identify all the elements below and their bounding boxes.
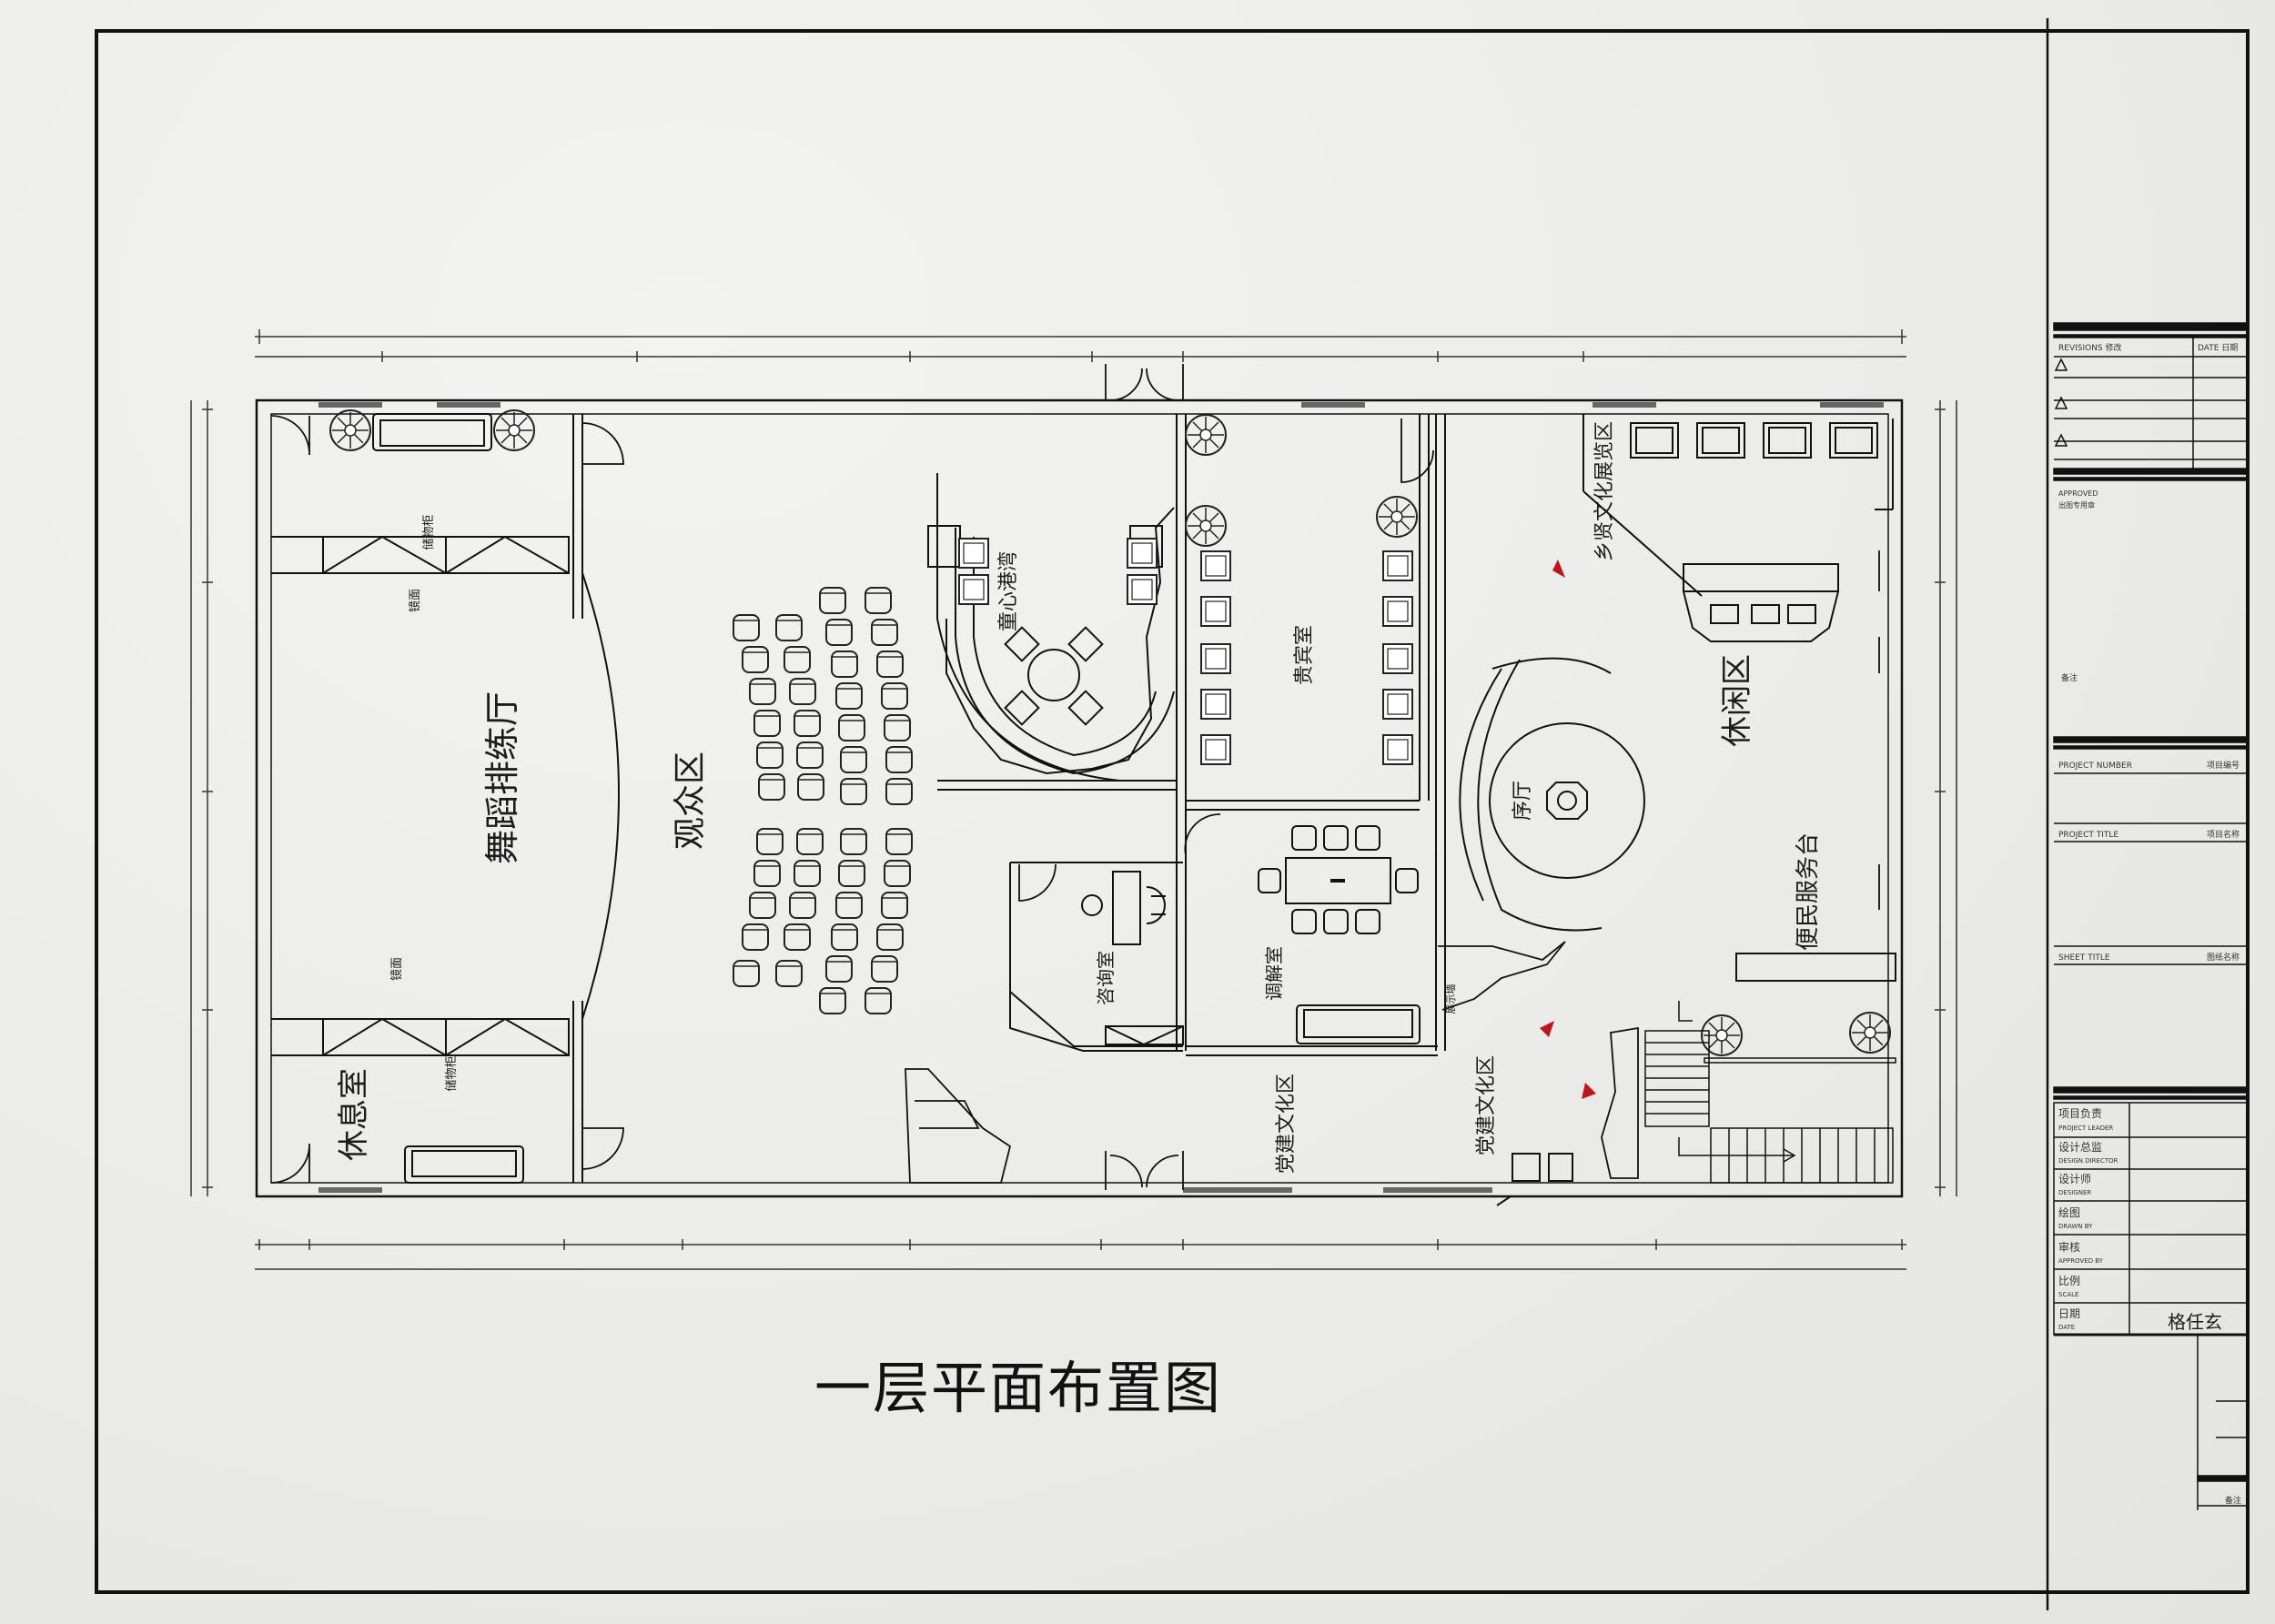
svg-text:图纸名称: 图纸名称 — [2207, 952, 2240, 963]
interior-walls — [271, 414, 1894, 1183]
gallery-cases — [1630, 422, 1878, 642]
mediation-table — [1258, 825, 1419, 934]
stage-arc — [581, 572, 620, 1020]
party-culture-boxes — [1496, 1153, 1573, 1206]
room-label-service: 便民服务台 — [1795, 832, 1822, 951]
view-markers — [1540, 560, 1596, 1099]
svg-text:SCALE: SCALE — [2058, 1291, 2078, 1298]
cabinets — [322, 535, 570, 1056]
svg-text:APPROVED BY: APPROVED BY — [2058, 1257, 2104, 1265]
svg-text:日期: 日期 — [2058, 1307, 2080, 1320]
svg-text:备注: 备注 — [2061, 672, 2078, 683]
room-label-hall: 序厅 — [1512, 781, 1534, 821]
sofas — [372, 413, 1421, 1184]
room-label-party-culture-1: 党建文化区 — [1275, 1074, 1298, 1174]
service-desk — [1735, 953, 1896, 982]
svg-text:DESIGNER: DESIGNER — [2058, 1189, 2091, 1196]
room-label-party-culture-2: 党建文化区 — [1475, 1055, 1498, 1155]
stairs — [1644, 1001, 1896, 1184]
svg-text:APPROVED: APPROVED — [2058, 489, 2098, 498]
hall-round — [1459, 657, 1645, 932]
drawing-frame — [95, 18, 2250, 1610]
room-label-dance-hall: 舞蹈排练厅 — [482, 691, 522, 864]
label-mirror-bottom: 镜面 — [390, 957, 404, 981]
room-label-leisure: 休闲区 — [1719, 654, 1755, 747]
svg-text:PROJECT TITLE: PROJECT TITLE — [2058, 831, 2118, 840]
svg-text:项目负责: 项目负责 — [2058, 1107, 2102, 1120]
svg-text:备注: 备注 — [2225, 1495, 2241, 1506]
svg-text:项目编号: 项目编号 — [2207, 760, 2240, 771]
room-label-village-gallery: 乡贤文化展览区 — [1593, 421, 1616, 561]
label-cabinet-bottom: 储物柜 — [445, 1055, 459, 1091]
svg-text:绘图: 绘图 — [2058, 1205, 2080, 1219]
svg-text:设计师: 设计师 — [2058, 1173, 2091, 1185]
svg-text:DATE 日期: DATE 日期 — [2198, 343, 2238, 353]
harbor-structure — [927, 525, 1175, 775]
svg-text:审核: 审核 — [2058, 1240, 2080, 1254]
svg-text:DESIGN DIRECTOR: DESIGN DIRECTOR — [2058, 1157, 2118, 1165]
room-label-audience: 观众区 — [672, 751, 709, 850]
signature: 格任玄 — [2168, 1311, 2222, 1333]
svg-text:SHEET TITLE: SHEET TITLE — [2058, 953, 2110, 963]
room-label-lounge: 休息室 — [336, 1068, 372, 1161]
display-sculptures — [905, 941, 1639, 1184]
harbor-table — [1004, 626, 1104, 726]
svg-text:项目名称: 项目名称 — [2207, 829, 2240, 840]
audience-seats — [733, 587, 913, 1014]
title-block — [2053, 322, 2249, 1510]
consult-room — [1009, 871, 1184, 1047]
label-mirror-top: 镜面 — [409, 589, 422, 612]
svg-text:PROJECT NUMBER: PROJECT NUMBER — [2058, 762, 2132, 771]
svg-text:REVISIONS 修改: REVISIONS 修改 — [2058, 342, 2122, 353]
svg-text:DRAWN BY: DRAWN BY — [2058, 1223, 2093, 1230]
label-cabinet-top: 储物柜 — [422, 514, 436, 550]
title-block-text: REVISIONS 修改 DATE 日期 APPROVED 出图专用章 备注 P… — [2058, 342, 2241, 1506]
svg-text:DATE: DATE — [2058, 1324, 2075, 1331]
room-label-mediation: 调解室 — [1263, 946, 1285, 1001]
label-display-wall: 展示墙 — [1444, 984, 1457, 1014]
svg-text:设计总监: 设计总监 — [2058, 1141, 2102, 1154]
svg-text:PROJECT LEADER: PROJECT LEADER — [2058, 1125, 2113, 1132]
drawing-title: 一层平面布置图 — [814, 1355, 1223, 1421]
dimension-lines — [190, 329, 1957, 1270]
room-label-vip: 贵宾室 — [1293, 625, 1316, 685]
doors — [270, 364, 1880, 1190]
room-label-consult: 咨询室 — [1095, 951, 1117, 1005]
room-label-harbor: 童心港湾 — [997, 551, 1020, 631]
svg-text:比例: 比例 — [2058, 1275, 2080, 1287]
svg-text:出图专用章: 出图专用章 — [2058, 500, 2095, 509]
exterior-walls — [255, 398, 1904, 1198]
